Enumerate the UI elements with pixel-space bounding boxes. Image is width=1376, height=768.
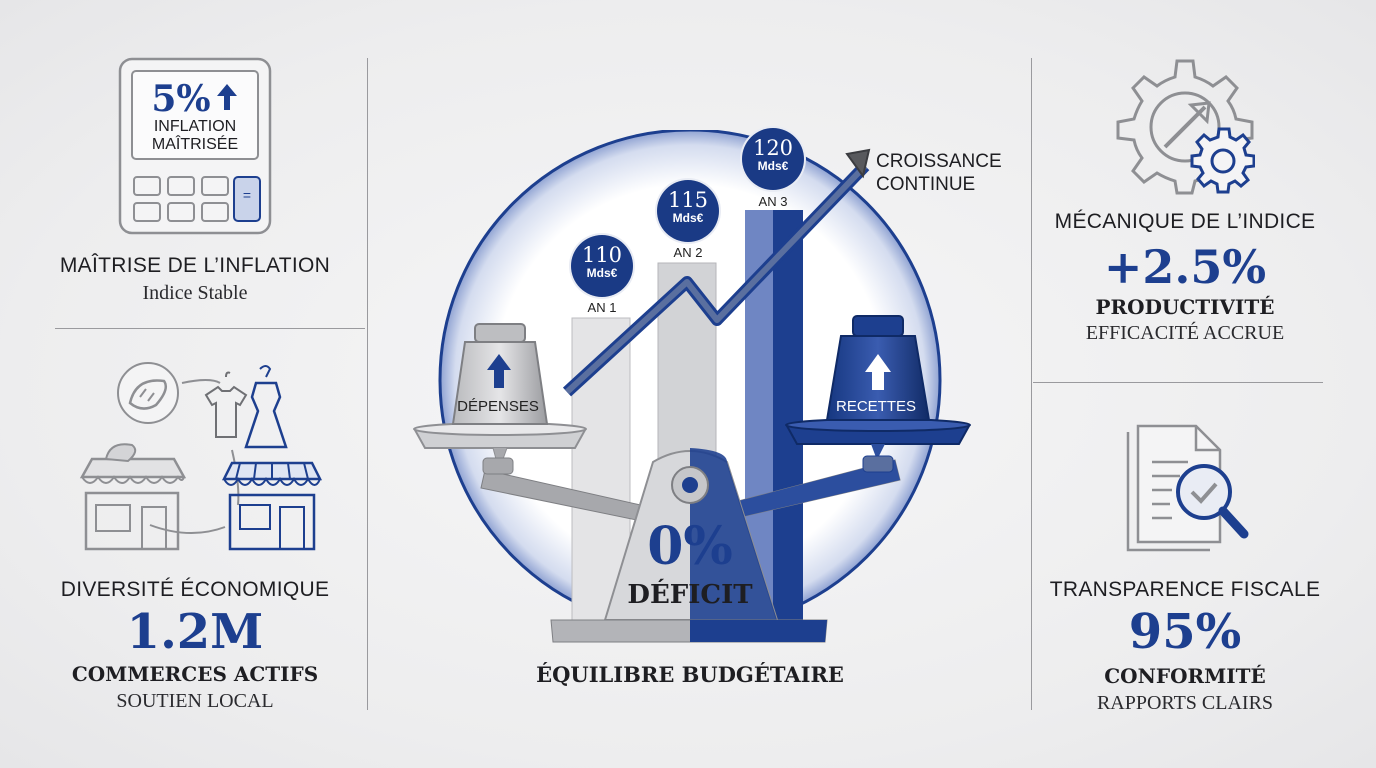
- bar-year-an3: AN 3: [758, 194, 788, 209]
- bar-unit-an3: Mds€: [757, 159, 789, 173]
- calculator-icon: [118, 57, 272, 235]
- growth-line2: CONTINUE: [876, 174, 976, 195]
- calc-equal-key: =: [242, 187, 252, 203]
- growth-label: CROISSANCE CONTINUE: [876, 150, 1002, 196]
- transparency-sublabel: RAPPORTS CLAIRS: [1096, 692, 1274, 714]
- inflation-subtitle: Indice Stable: [142, 282, 248, 304]
- expenses-weight-label: DÉPENSES: [457, 398, 539, 415]
- calc-line1: INFLATION: [153, 118, 237, 135]
- arrow-up-icon: [215, 82, 239, 117]
- bar-year-an1: AN 1: [587, 300, 617, 315]
- calculator-display: 5% INFLATION MAÎTRISÉE: [132, 78, 258, 154]
- transparency-value: 95%: [1128, 604, 1242, 660]
- bar-badge-an2: 115 Mds€: [657, 180, 719, 242]
- calc-line2: MAÎTRISÉE: [151, 136, 239, 153]
- bar-value-an2: 115: [667, 188, 709, 212]
- diversity-title: DIVERSITÉ ÉCONOMIQUE: [60, 578, 330, 601]
- index-value: +2.5%: [1103, 240, 1267, 294]
- commerce-diagram-icon: [70, 355, 330, 555]
- divider-right: [1031, 58, 1032, 710]
- divider-left-horizontal: [55, 328, 365, 329]
- bar-year-an2: AN 2: [673, 245, 703, 260]
- index-label: PRODUCTIVITÉ: [1095, 295, 1275, 319]
- bar-badge-an3: 120 Mds€: [742, 128, 804, 190]
- bar-unit-an2: Mds€: [672, 211, 704, 225]
- divider-left: [367, 58, 368, 710]
- deficit-label: DÉFICIT: [627, 580, 753, 610]
- document-search-icon: [1122, 422, 1252, 554]
- bar-unit-an1: Mds€: [586, 266, 618, 280]
- inflation-title: MAÎTRISE DE L’INFLATION: [59, 254, 331, 277]
- deficit-value: 0%: [647, 516, 733, 577]
- bar-value-an1: 110: [581, 243, 623, 267]
- inflation-value: 5%: [151, 78, 211, 120]
- bar-value-an3: 120: [752, 136, 794, 160]
- gear-icon: [1115, 55, 1256, 195]
- transparency-title: TRANSPARENCE FISCALE: [1049, 578, 1321, 601]
- diversity-value: 1.2M: [126, 604, 264, 660]
- transparency-label: CONFORMITÉ: [1104, 664, 1266, 688]
- growth-line1: CROISSANCE: [876, 151, 1002, 172]
- balance-illustration: [395, 128, 1015, 650]
- index-title: MÉCANIQUE DE L’INDICE: [1054, 210, 1316, 233]
- diversity-label: COMMERCES ACTIFS: [71, 662, 319, 686]
- index-sublabel: EFFICACITÉ ACCRUE: [1085, 322, 1285, 344]
- divider-right-horizontal: [1033, 382, 1323, 383]
- bar-badge-an1: 110 Mds€: [571, 235, 633, 297]
- diversity-sublabel: SOUTIEN LOCAL: [116, 690, 274, 712]
- revenues-weight-label: RECETTES: [835, 398, 916, 415]
- budget-caption: ÉQUILIBRE BUDGÉTAIRE: [536, 662, 844, 687]
